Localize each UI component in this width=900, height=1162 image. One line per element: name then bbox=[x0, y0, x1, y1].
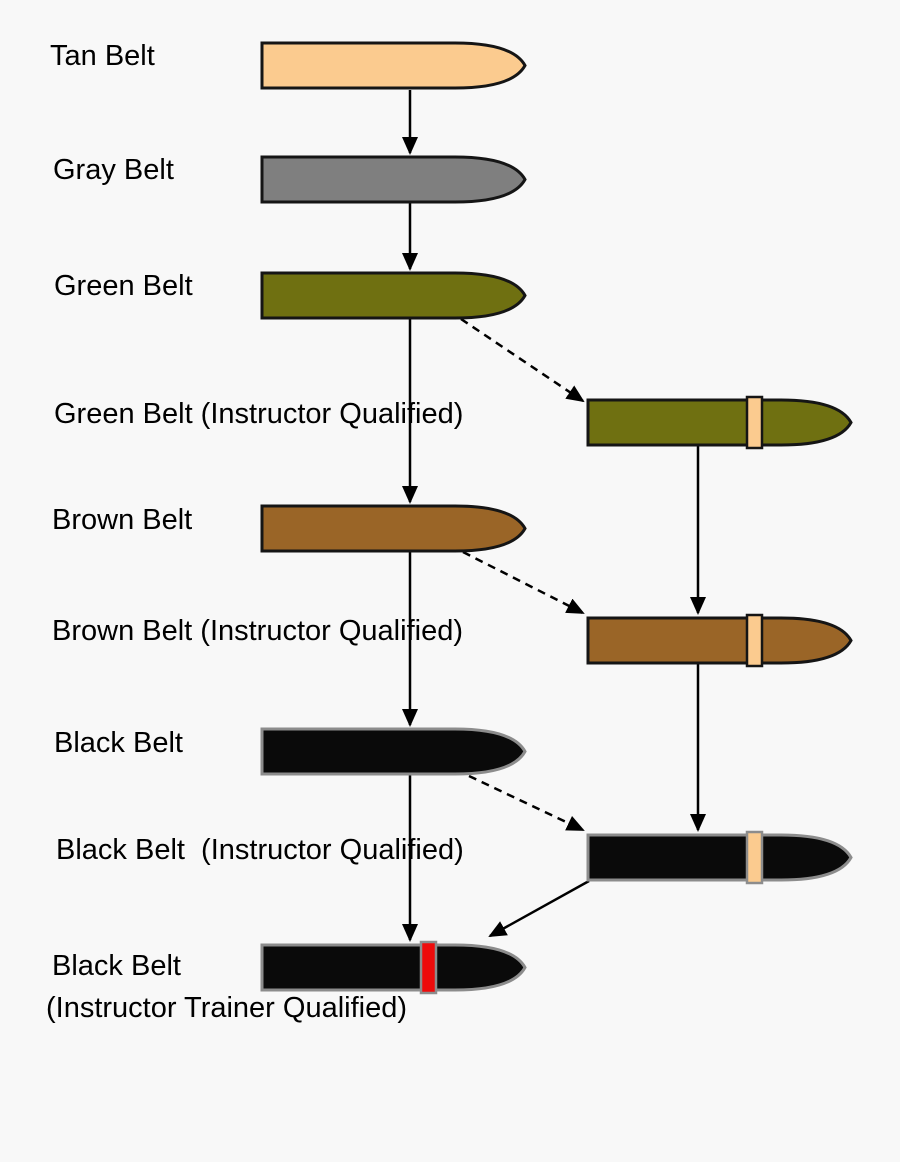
green-belt-label: Green Belt bbox=[54, 270, 193, 302]
green-belt-shape bbox=[260, 271, 527, 320]
edge-brown-to-brown-iq bbox=[462, 550, 585, 615]
gray-belt-label: Gray Belt bbox=[53, 154, 174, 186]
edge-green-to-green-iq bbox=[460, 317, 585, 403]
brown-belt-instructor-qualified-stripe bbox=[745, 613, 764, 668]
gray-belt-body bbox=[260, 155, 527, 204]
tan-belt-shape bbox=[260, 41, 527, 90]
green-belt-body bbox=[260, 271, 527, 320]
edge-black-to-black-iq bbox=[468, 774, 585, 832]
brown-belt-body bbox=[260, 504, 527, 553]
tan-belt-body bbox=[260, 41, 527, 90]
brown-belt-shape bbox=[260, 504, 527, 553]
black-belt-shape bbox=[260, 727, 527, 776]
black-belt-instructor-trainer-qualified-shape bbox=[260, 940, 527, 995]
black-belt-body bbox=[260, 727, 527, 776]
black-belt-instructor-trainer-qualified-stripe bbox=[419, 940, 438, 995]
black-belt-instructor-trainer-qualified-label-line2: (Instructor Trainer Qualified) bbox=[46, 992, 408, 1024]
black-belt-instructor-qualified-stripe bbox=[745, 830, 764, 885]
black-belt-instructor-qualified-shape bbox=[586, 830, 853, 885]
brown-belt-instructor-qualified-shape bbox=[586, 613, 853, 668]
green-belt-instructor-qualified-shape bbox=[586, 395, 853, 450]
edge-black-iq-to-instructor-trainer bbox=[488, 879, 590, 938]
black-belt-instructor-trainer-qualified-body bbox=[260, 943, 527, 992]
green-belt-instructor-qualified-body bbox=[586, 398, 853, 447]
green-belt-instructor-qualified-stripe bbox=[745, 395, 764, 450]
black-belt-instructor-qualified-label: Black Belt (Instructor Qualified) bbox=[56, 834, 464, 866]
brown-belt-label: Brown Belt bbox=[52, 504, 193, 536]
black-belt-label: Black Belt bbox=[54, 727, 183, 759]
brown-belt-instructor-qualified-label: Brown Belt (Instructor Qualified) bbox=[52, 615, 463, 647]
green-belt-instructor-qualified-label: Green Belt (Instructor Qualified) bbox=[54, 398, 464, 430]
brown-belt-instructor-qualified-body bbox=[586, 616, 853, 665]
tan-belt-label: Tan Belt bbox=[50, 40, 155, 72]
black-belt-instructor-trainer-qualified-label: Black Belt bbox=[52, 950, 181, 982]
black-belt-instructor-qualified-body bbox=[586, 833, 853, 882]
gray-belt-shape bbox=[260, 155, 527, 204]
